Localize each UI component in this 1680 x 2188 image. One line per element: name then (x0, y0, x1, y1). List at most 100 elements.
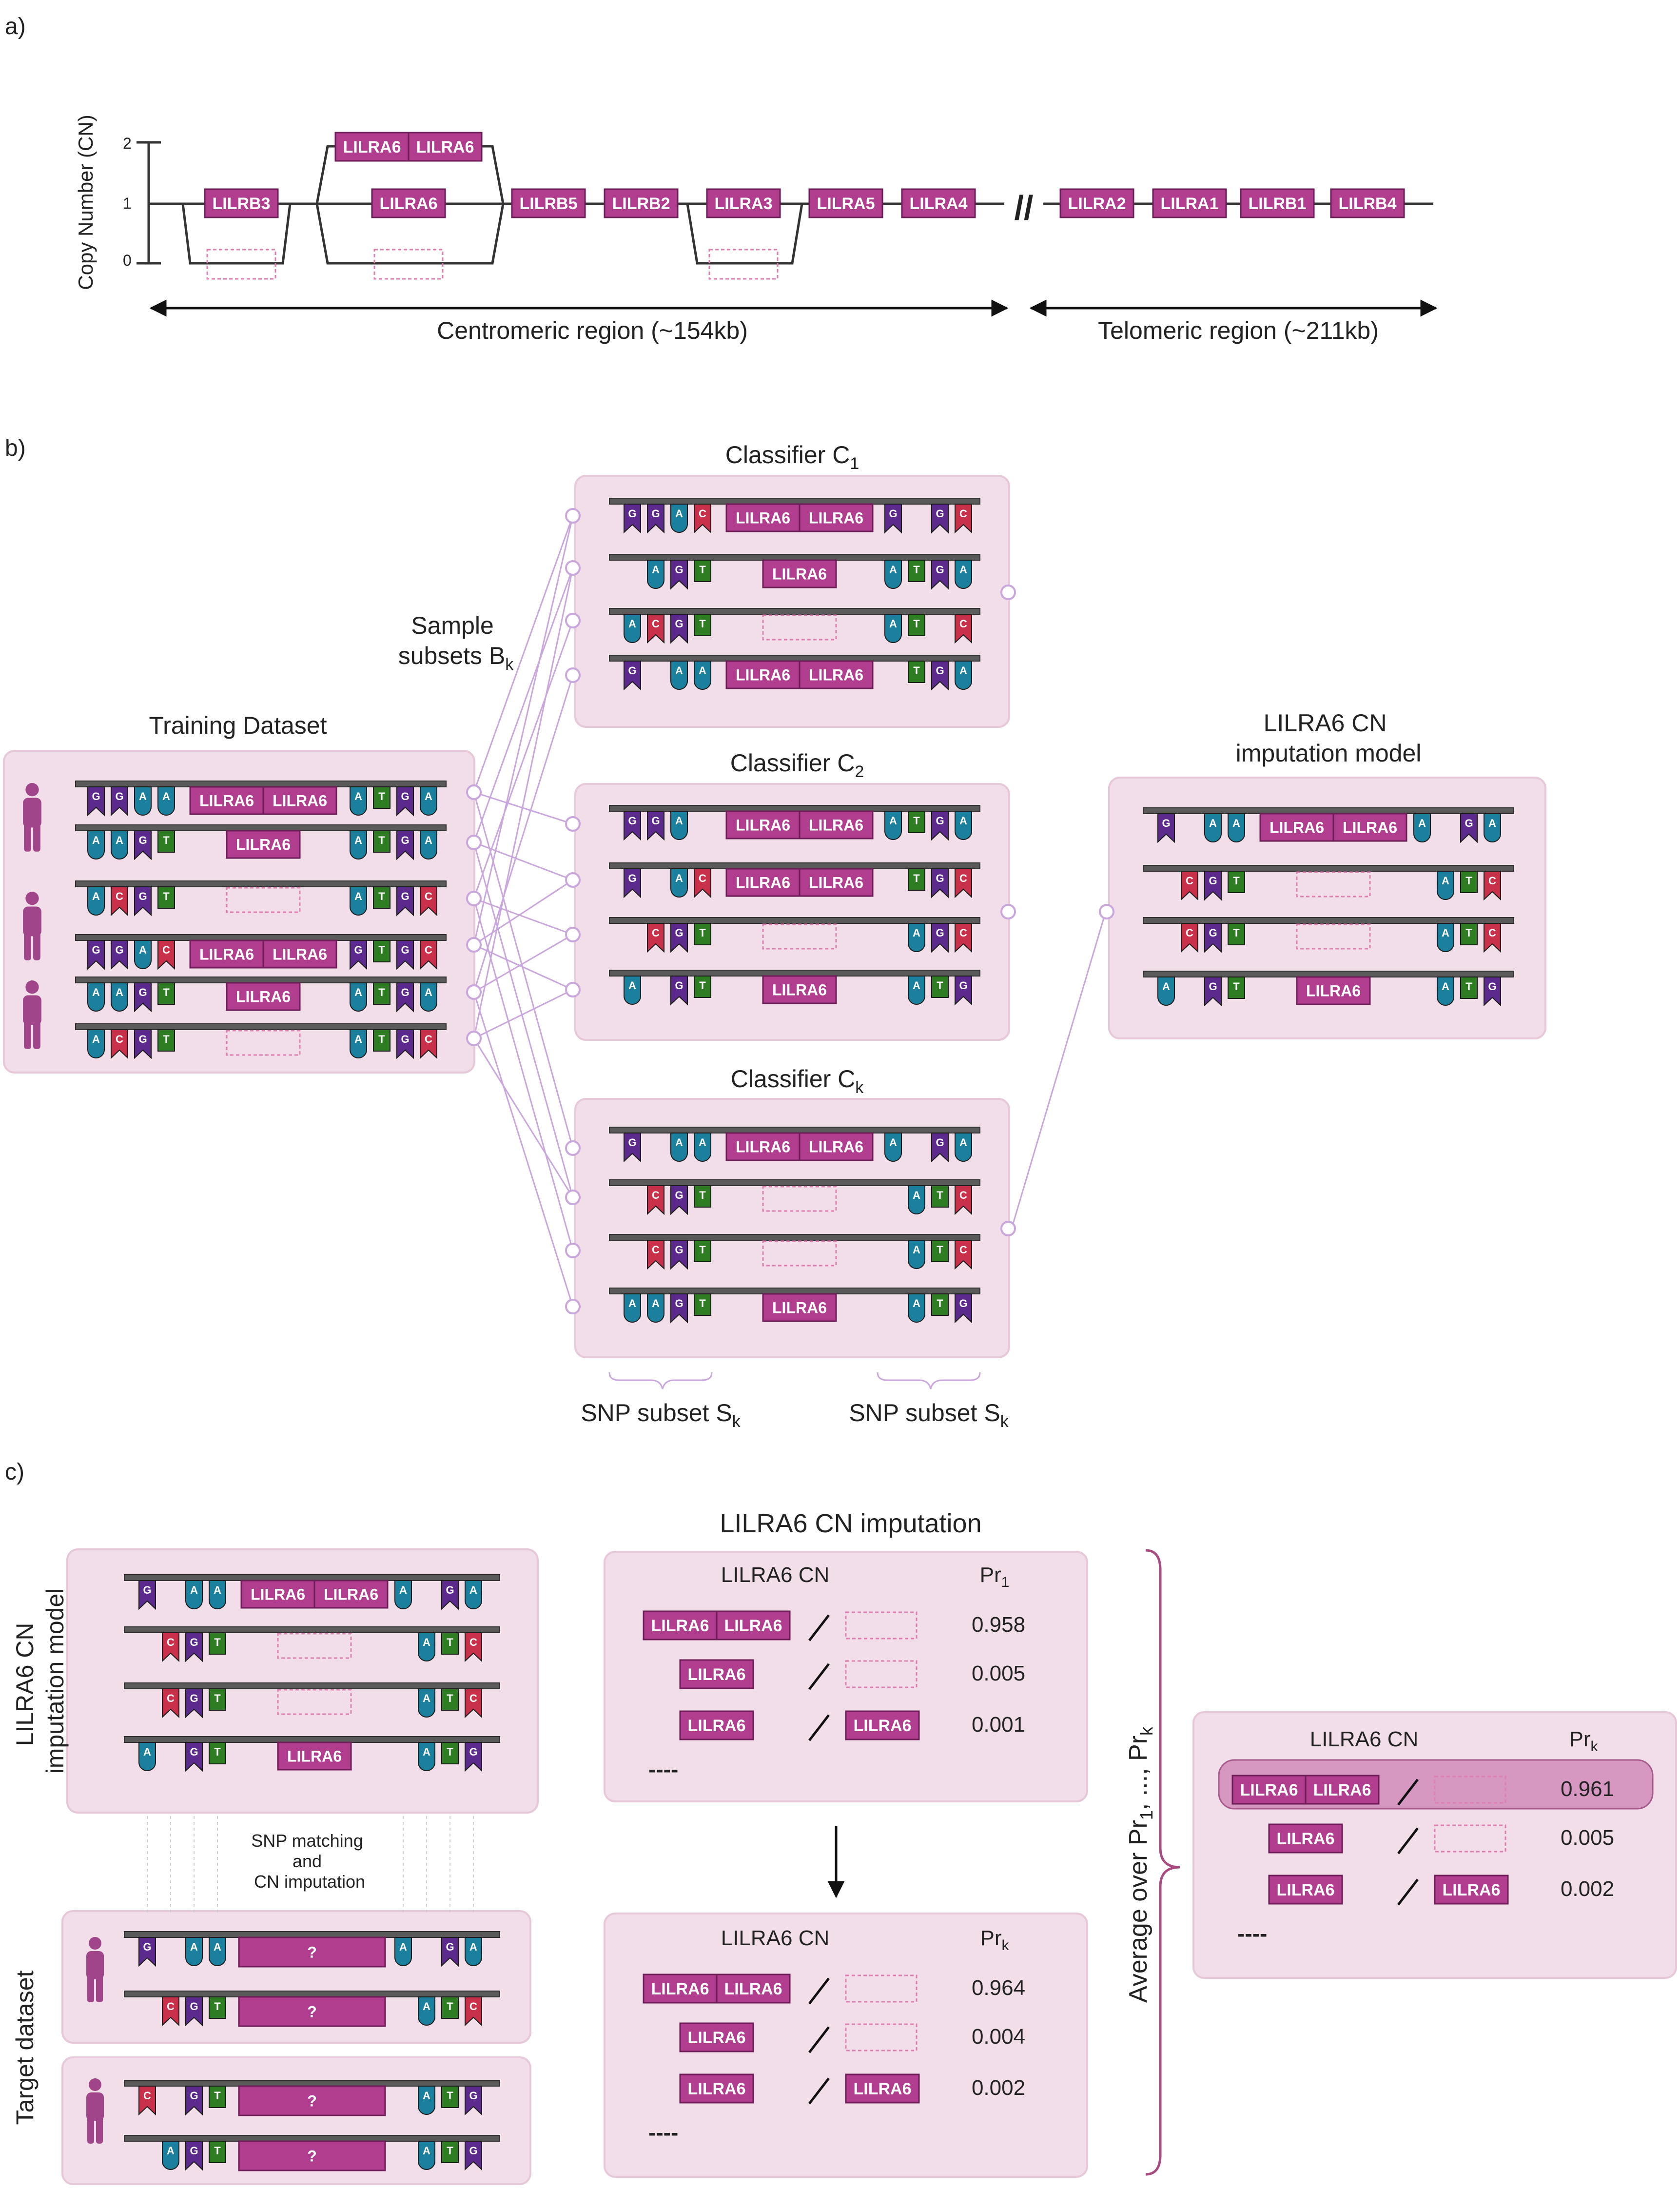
snp-base-label: A (354, 890, 362, 902)
haplotype-track (1143, 971, 1514, 977)
gene-box (604, 188, 679, 218)
snp-base-label: G (190, 1746, 198, 1758)
snp-base-label: C (116, 890, 123, 902)
snp-base-label: A (190, 1941, 198, 1953)
snp-base-label: A (913, 1297, 920, 1309)
subset-connector (473, 675, 574, 993)
port (1000, 904, 1016, 919)
unknown-cn-box (238, 1936, 386, 1968)
gene-box (762, 559, 837, 588)
gene-box (716, 1973, 791, 2004)
snp-base-label: C (959, 927, 967, 939)
port (466, 1031, 482, 1046)
snp-base-label: G (1209, 980, 1217, 993)
snp-c-marker (955, 868, 972, 899)
gene-label: LILRA6 (688, 2029, 746, 2047)
snp-base-label: T (378, 790, 385, 802)
snp-base-label: G (675, 564, 683, 576)
empty-gene-slot (226, 887, 301, 913)
snp-base-label: T (163, 986, 170, 998)
empty-gene-slot (762, 614, 837, 641)
snp-g-marker (670, 614, 688, 644)
gene-label: LILRA6 (251, 1586, 305, 1603)
snp-base-label: C (143, 2090, 151, 2102)
snp-base-label: G (628, 815, 636, 827)
snp-g-marker (1484, 977, 1501, 1007)
haplotype-track (1143, 807, 1514, 814)
snp-base-label: T (699, 979, 706, 992)
gene-box (901, 188, 976, 218)
snp-t-marker (373, 886, 391, 909)
gene-label: LILRA6 (343, 138, 401, 156)
snp-c-marker (138, 2086, 156, 2116)
snp-g-marker (138, 1937, 156, 1967)
slash-separator (1397, 1778, 1419, 1806)
snp-base-label: T (447, 1636, 453, 1648)
snp-a-marker (1437, 871, 1454, 900)
snp-t-marker (209, 1742, 226, 1764)
haplotype-track (75, 1023, 447, 1030)
pr-header: Prk (980, 1926, 1010, 1954)
snp-base-label: A (423, 2000, 430, 2012)
snp-a-marker (955, 560, 972, 589)
snp-t-marker (441, 1996, 459, 2019)
snp-a-marker (350, 786, 367, 816)
gene-label: LILRB1 (1249, 195, 1307, 213)
snp-g-marker (670, 923, 688, 953)
snp-t-marker (1460, 977, 1478, 999)
snp-base-label: A (116, 834, 123, 846)
snp-c-marker (420, 1029, 437, 1059)
snp-a-marker (647, 1293, 664, 1323)
snp-base-label: T (913, 815, 920, 827)
snp-base-label: A (959, 1136, 967, 1149)
snp-t-marker (441, 1742, 459, 1764)
gene-label: LILRA6 (1240, 1781, 1298, 1799)
port (1000, 1221, 1016, 1236)
empty-gene-slot (845, 2023, 918, 2051)
gene-label: LILRA3 (715, 195, 773, 213)
snp-base-label: A (959, 564, 967, 576)
subset-connector (473, 879, 573, 946)
snp-c-marker (1181, 923, 1198, 953)
gene-box (845, 2073, 920, 2104)
imputation-model-title: LILRA6 CN imputation model (1236, 709, 1422, 767)
probability-value: 0.005 (972, 1661, 1025, 1685)
snp-a-marker (418, 1742, 435, 1771)
snp-t-marker (908, 661, 925, 683)
model-side-label: LILRA6 CN imputation model (11, 1588, 69, 1774)
snp-base-label: A (913, 979, 920, 992)
snp-base-label: C (959, 508, 967, 520)
snp-base-label: A (190, 1584, 198, 1596)
snp-base-label: G (401, 1033, 409, 1045)
snp-t-marker (908, 811, 925, 833)
snp-base-label: A (139, 790, 147, 802)
snp-base-label: T (214, 2145, 221, 2157)
gene-box (371, 188, 446, 218)
snp-base-label: G (675, 979, 683, 992)
haplotype-track (75, 977, 447, 983)
subset-connector (473, 989, 573, 1039)
snp-t-marker (694, 560, 711, 582)
snp-a-marker (418, 1688, 435, 1718)
port (565, 1140, 581, 1156)
snp-a-marker (209, 1580, 226, 1609)
haplotype-track (609, 862, 980, 869)
panel-label-b: b) (5, 435, 26, 461)
probability-value: 0.958 (972, 1613, 1025, 1637)
snp-g-marker (670, 976, 688, 1006)
haplotype-track (609, 1179, 980, 1186)
pr-header: Prk (1569, 1727, 1599, 1755)
gene-label: LILRA6 (199, 946, 254, 963)
snp-t-marker (209, 1688, 226, 1711)
snp-a-marker (1204, 813, 1222, 842)
gene-label: LILRA6 (1313, 1781, 1371, 1799)
gene-label: LILRA6 (772, 981, 827, 999)
snp-base-label: G (401, 944, 409, 956)
snp-base-label: C (162, 944, 170, 956)
slash-separator (808, 1663, 830, 1690)
snp-base-label: A (139, 944, 147, 956)
snp-base-label: T (214, 2090, 221, 2102)
snp-base-label: G (959, 979, 967, 992)
gene-label: ? (307, 2148, 317, 2165)
snp-a-marker (394, 1580, 412, 1609)
